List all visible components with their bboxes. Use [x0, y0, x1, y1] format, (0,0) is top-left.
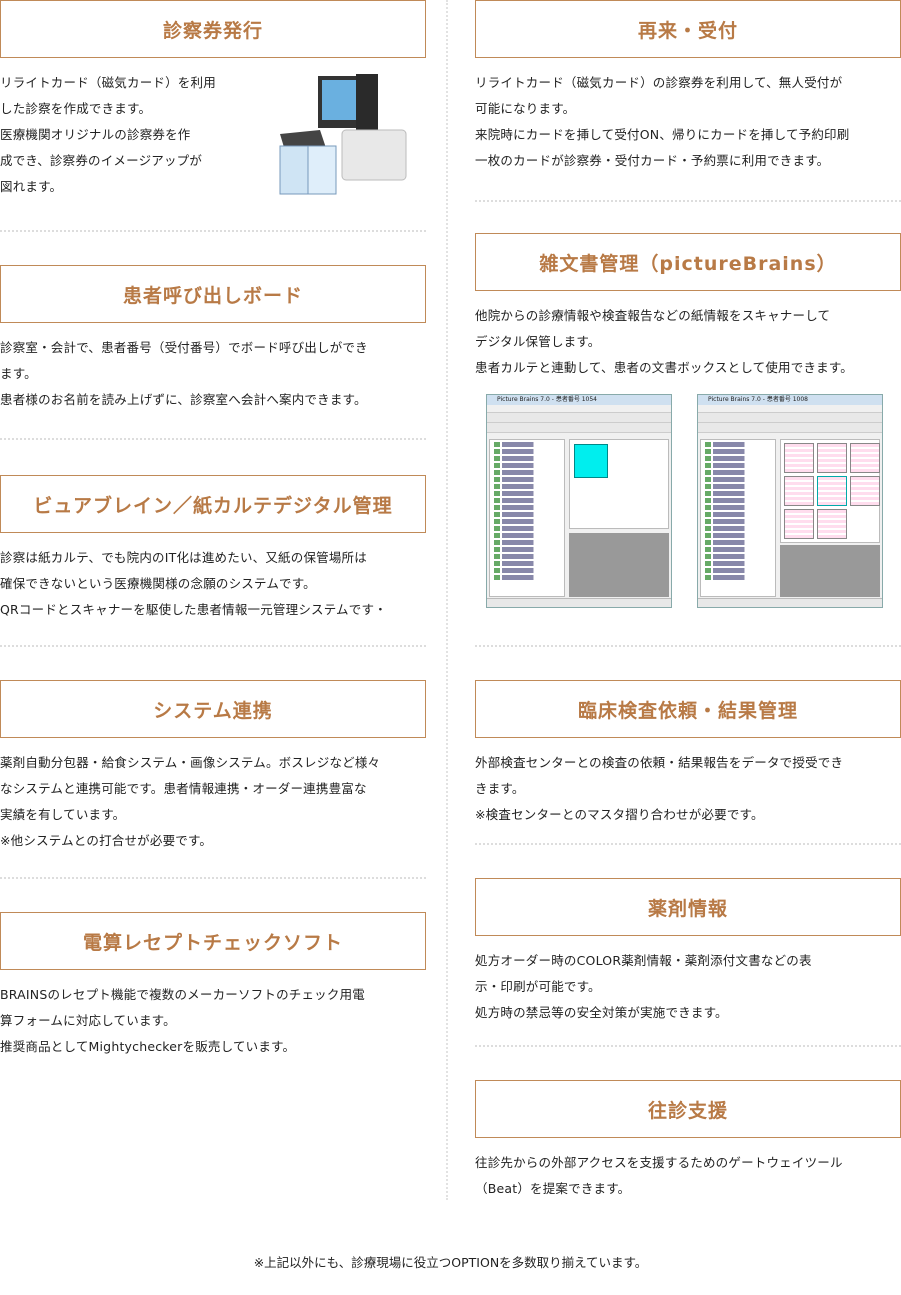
- section-description: 診察は紙カルテ、でも院内のIT化は進めたい、又紙の保管場所は確保できないという医…: [0, 545, 426, 623]
- description-line: 診察室・会計で、患者番号（受付番号）でボード呼び出しができ: [0, 340, 368, 355]
- description-line: 来院時にカードを挿して受付ON、帰りにカードを挿して予約印刷: [475, 127, 850, 142]
- left-section: 電算レセプトチェックソフト BRAINSのレセプト機能で複数のメーカーソフトのチェ…: [0, 912, 426, 1060]
- description-line: 示・印刷が可能です。: [475, 979, 601, 994]
- section-description: リライトカード（磁気カード）を利用した診察を作成できます。医療機関オリジナルの診…: [0, 70, 426, 200]
- description-line: 患者様のお名前を読み上げずに、診察室へ会計へ案内できます。: [0, 392, 367, 407]
- section-description: 診察室・会計で、患者番号（受付番号）でボード呼び出しができます。患者様のお名前を…: [0, 335, 426, 413]
- section-heading: ビュアブレイン／紙カルテデジタル管理: [0, 475, 426, 533]
- description-line: 薬剤自動分包器・給食システム・画像システム。ボスレジなど様々: [0, 755, 381, 770]
- dotted-separator: [0, 438, 426, 440]
- dotted-separator: [0, 645, 426, 647]
- description-line: 処方オーダー時のCOLOR薬剤情報・薬剤添付文書などの表: [475, 953, 812, 968]
- section-heading: システム連携: [0, 680, 426, 738]
- description-line: 外部検査センターとの検査の依頼・結果報告をデータで授受でき: [475, 755, 844, 770]
- description-line: BRAINSのレセプト機能で複数のメーカーソフトのチェック用電: [0, 987, 365, 1002]
- description-line: 往診先からの外部アクセスを支援するためのゲートウェイツール: [475, 1155, 843, 1170]
- dotted-separator: [475, 200, 901, 202]
- description-line: 推奨商品としてMightycheckerを販売しています。: [0, 1039, 296, 1054]
- card-printer-pc-image: [276, 74, 408, 196]
- description-line: ます。: [0, 366, 37, 381]
- description-line: 確保できないという医療機関様の念願のシステムです。: [0, 576, 316, 591]
- section-description: 他院からの診療情報や検査報告などの紙情報をスキャナーしてデジタル保管します。患者…: [475, 303, 901, 381]
- description-line: リライトカード（磁気カード）の診察券を利用して、無人受付が: [475, 75, 843, 90]
- section-heading: 再来・受付: [475, 0, 901, 58]
- description-line: 実績を有しています。: [0, 807, 126, 822]
- right-section: 臨床検査依頼・結果管理外部検査センターとの検査の依頼・結果報告をデータで授受でき…: [475, 680, 901, 828]
- description-line: 一枚のカードが診察券・受付カード・予約票に利用できます。: [475, 153, 830, 168]
- left-section: 診察券発行リライトカード（磁気カード）を利用した診察を作成できます。医療機関オリ…: [0, 0, 426, 200]
- dotted-separator: [0, 877, 426, 879]
- description-line: した診察を作成できます。: [0, 101, 152, 116]
- right-section: 再来・受付リライトカード（磁気カード）の診察券を利用して、無人受付が可能になりま…: [475, 0, 901, 174]
- picturebrains-screenshot-1: Picture Brains 7.0 - 患者番号 1054: [486, 394, 672, 608]
- description-line: なシステムと連携可能です。患者情報連携・オーダー連携豊富な: [0, 781, 367, 796]
- description-line: 成でき、診察券のイメージアップが: [0, 153, 203, 168]
- window-title: Picture Brains 7.0 - 患者番号 1054: [487, 395, 671, 405]
- description-line: 算フォームに対応しています。: [0, 1013, 176, 1028]
- section-description: 往診先からの外部アクセスを支援するためのゲートウェイツール （Beat）を提案でき…: [475, 1150, 901, 1202]
- section-heading: 雑文書管理（pictureBrains）: [475, 233, 901, 291]
- description-line: 医療機関オリジナルの診察券を作: [0, 127, 191, 142]
- description-line: （Beat）を提案できます。: [475, 1181, 631, 1196]
- section-description: 薬剤自動分包器・給食システム・画像システム。ボスレジなど様々なシステムと連携可能…: [0, 750, 426, 854]
- left-section: ビュアブレイン／紙カルテデジタル管理診察は紙カルテ、でも院内のIT化は進めたい、…: [0, 475, 426, 623]
- section-heading: 往診支援: [475, 1080, 901, 1138]
- dotted-separator: [475, 645, 901, 647]
- section-heading: 電算レセプトチェックソフト: [0, 912, 426, 970]
- section-description: BRAINSのレセプト機能で複数のメーカーソフトのチェック用電算フォームに対応し…: [0, 982, 426, 1060]
- section-description: リライトカード（磁気カード）の診察券を利用して、無人受付が可能になります。来院時…: [475, 70, 901, 174]
- description-line: ※検査センターとのマスタ摺り合わせが必要です。: [475, 807, 764, 822]
- window-title: Picture Brains 7.0 - 患者番号 1008: [698, 395, 882, 405]
- description-line: 可能になります。: [475, 101, 576, 116]
- footer-note: ※上記以外にも、診療現場に役立つOPTIONを多数取り揃えています。: [253, 1255, 648, 1270]
- description-line: デジタル保管します。: [475, 334, 601, 349]
- picturebrains-screenshot-2: Picture Brains 7.0 - 患者番号 1008: [697, 394, 883, 608]
- description-line: 診察は紙カルテ、でも院内のIT化は進めたい、又紙の保管場所は: [0, 550, 367, 565]
- dotted-separator: [475, 843, 901, 845]
- section-heading: 薬剤情報: [475, 878, 901, 936]
- description-line: 処方時の禁忌等の安全対策が実施できます。: [475, 1005, 728, 1020]
- description-line: 他院からの診療情報や検査報告などの紙情報をスキャナーして: [475, 308, 831, 323]
- dotted-separator: [475, 1045, 901, 1047]
- right-section: 雑文書管理（pictureBrains） 他院からの診療情報や検査報告などの紙情報…: [475, 233, 901, 381]
- description-line: リライトカード（磁気カード）を利用: [0, 75, 216, 90]
- right-section: 往診支援往診先からの外部アクセスを支援するためのゲートウェイツール （Beat）を…: [475, 1080, 901, 1202]
- section-heading: 患者呼び出しボード: [0, 265, 426, 323]
- column-divider: [446, 0, 448, 1200]
- description-line: ※他システムとの打合せが必要です。: [0, 833, 213, 848]
- description-line: 図れます。: [0, 179, 63, 194]
- description-line: QRコードとスキャナーを駆使した患者情報一元管理システムです・: [0, 602, 387, 617]
- left-section: システム連携薬剤自動分包器・給食システム・画像システム。ボスレジなど様々なシステ…: [0, 680, 426, 854]
- section-heading: 診察券発行: [0, 0, 426, 58]
- right-section: 薬剤情報処方オーダー時のCOLOR薬剤情報・薬剤添付文書などの表示・印刷が可能で…: [475, 878, 901, 1026]
- section-description: 処方オーダー時のCOLOR薬剤情報・薬剤添付文書などの表示・印刷が可能です。処方…: [475, 948, 901, 1026]
- left-section: 患者呼び出しボード診察室・会計で、患者番号（受付番号）でボード呼び出しができます…: [0, 265, 426, 413]
- dotted-separator: [0, 230, 426, 232]
- description-line: 患者カルテと連動して、患者の文書ボックスとして使用できます。: [475, 360, 854, 375]
- section-heading: 臨床検査依頼・結果管理: [475, 680, 901, 738]
- description-line: きます。: [475, 781, 525, 796]
- section-description: 外部検査センターとの検査の依頼・結果報告をデータで授受でききます。 ※検査センター…: [475, 750, 901, 828]
